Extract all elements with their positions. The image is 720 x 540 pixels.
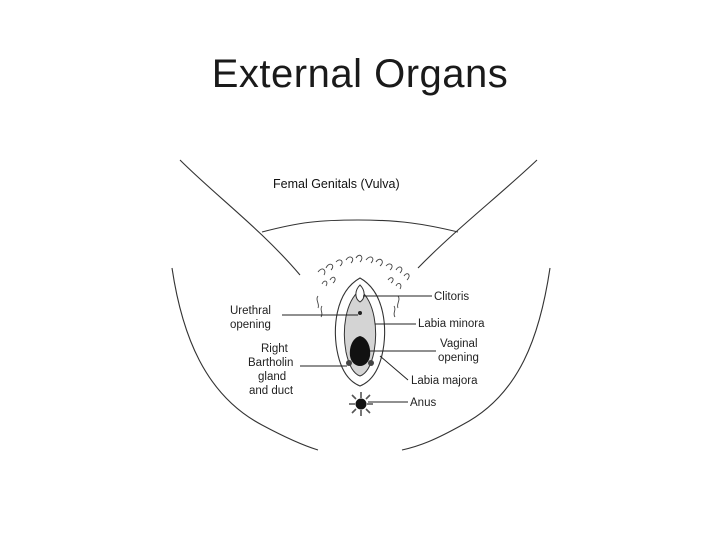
label-bartholin-line3: gland <box>258 371 286 383</box>
pubic-hair <box>316 254 410 318</box>
bartholin-glands <box>346 360 374 366</box>
clitoris-shape <box>355 284 365 303</box>
label-bartholin-line1: Right <box>261 343 289 355</box>
diagram-title: Femal Genitals (Vulva) <box>273 177 400 191</box>
body-outline <box>171 159 551 451</box>
anus-shape <box>349 392 373 416</box>
label-anus: Anus <box>410 397 436 409</box>
label-urethral-line1: Urethral <box>230 305 271 317</box>
slide-title: External Organs <box>211 52 509 96</box>
vaginal-opening-shape <box>349 336 371 366</box>
label-bartholin-line2: Bartholin <box>248 357 293 369</box>
label-clitoris: Clitoris <box>434 291 469 303</box>
labels: Clitoris Urethral opening Labia minora V… <box>230 291 485 409</box>
urethral-opening-shape <box>358 311 362 315</box>
label-labia-minora: Labia minora <box>418 318 485 330</box>
label-bartholin-line4: and duct <box>249 385 294 397</box>
label-vaginal-line2: opening <box>438 352 479 364</box>
leader-lines <box>282 295 436 403</box>
label-vaginal-line1: Vaginal <box>440 338 478 350</box>
label-labia-majora: Labia majora <box>411 375 478 387</box>
label-urethral-line2: opening <box>230 319 271 331</box>
